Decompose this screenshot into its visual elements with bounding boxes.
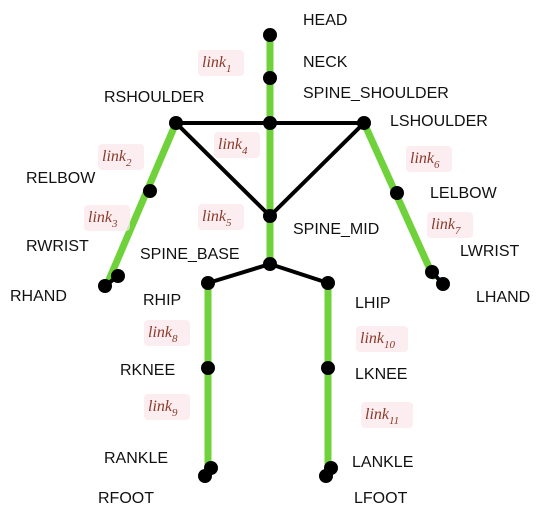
- link-label-4: link4: [218, 136, 248, 157]
- label-lankle: LANKLE: [352, 454, 413, 471]
- label-relbow: RELBOW: [26, 170, 96, 187]
- link-rarm-green: [104, 119, 180, 286]
- bone-base-lhip: [268, 262, 330, 285]
- label-lfoot: LFOOT: [354, 490, 408, 507]
- bone-base-rhip: [206, 262, 272, 285]
- link-label-backgrounds: [84, 50, 473, 428]
- label-rwrist: RWRIST: [26, 238, 89, 255]
- joint-rshoulder: [169, 116, 183, 130]
- label-spine-mid: SPINE_MID: [293, 221, 379, 238]
- joint-lknee: [321, 361, 335, 375]
- joint-spine-base: [263, 257, 277, 271]
- label-rfoot: RFOOT: [98, 490, 154, 507]
- link-label-3: link3: [88, 209, 118, 230]
- joint-lhand: [436, 277, 450, 291]
- link-label-2: link2: [102, 148, 132, 169]
- label-neck: NECK: [303, 54, 348, 71]
- label-lhip: LHIP: [355, 295, 391, 312]
- joint-lhip: [321, 276, 335, 290]
- joint-rknee: [201, 361, 215, 375]
- label-lshoulder: LSHOULDER: [390, 113, 488, 130]
- link-labels: link1 link2 link3 link4 link5 link6 link…: [88, 54, 461, 427]
- joint-lelbow: [390, 186, 404, 200]
- link-label-1: link1: [202, 54, 232, 75]
- link-bg-4: [214, 132, 260, 158]
- link-bg-9: [144, 394, 190, 420]
- link-bg-8: [144, 320, 190, 346]
- link-bg-2: [98, 144, 144, 170]
- link-bg-11: [361, 402, 413, 428]
- joint-spine-mid: [263, 209, 277, 223]
- joint-relbow: [143, 184, 157, 198]
- joint-spine-shoulder: [263, 116, 277, 130]
- label-rshoulder: RSHOULDER: [104, 89, 204, 106]
- joint-lfoot: [319, 469, 333, 483]
- label-rankle: RANKLE: [104, 450, 168, 467]
- label-head: HEAD: [303, 12, 347, 29]
- joint-dots: [98, 28, 450, 483]
- link-label-11: link11: [365, 406, 399, 427]
- joint-neck: [263, 71, 277, 85]
- link-label-5: link5: [202, 208, 232, 229]
- label-lwrist: LWRIST: [460, 243, 519, 260]
- joint-lwrist: [425, 265, 439, 279]
- link-label-10: link10: [360, 330, 396, 351]
- green-links: [104, 31, 437, 480]
- joint-rwrist: [111, 269, 125, 283]
- bone-rshoulder-spinemid: [174, 121, 272, 218]
- link-bg-6: [406, 146, 452, 172]
- link-bg-3: [84, 205, 130, 231]
- link-label-8: link8: [148, 324, 178, 345]
- label-lelbow: LELBOW: [430, 185, 498, 202]
- label-spine-shoulder: SPINE_SHOULDER: [303, 85, 449, 102]
- label-rhand: RHAND: [10, 288, 67, 305]
- link-bg-1: [198, 50, 244, 76]
- joint-labels: HEAD NECK SPINE_SHOULDER RSHOULDER LSHOU…: [10, 12, 530, 507]
- joint-lshoulder: [357, 116, 371, 130]
- label-spine-base: SPINE_BASE: [140, 246, 240, 263]
- link-label-9: link9: [148, 398, 178, 419]
- joint-rhand: [98, 279, 112, 293]
- link-label-7: link7: [431, 216, 461, 237]
- label-rknee: RKNEE: [120, 362, 175, 379]
- label-lknee: LKNEE: [355, 366, 407, 383]
- link-label-6: link6: [410, 150, 440, 171]
- label-lhand: LHAND: [476, 289, 530, 306]
- link-bg-10: [356, 326, 408, 352]
- bone-lshoulder-spinemid: [268, 121, 366, 218]
- label-rhip: RHIP: [143, 292, 181, 309]
- link-bg-5: [198, 204, 244, 230]
- joint-rfoot: [198, 469, 212, 483]
- link-bg-7: [427, 212, 473, 238]
- joint-rhip: [201, 276, 215, 290]
- joint-head: [263, 28, 277, 42]
